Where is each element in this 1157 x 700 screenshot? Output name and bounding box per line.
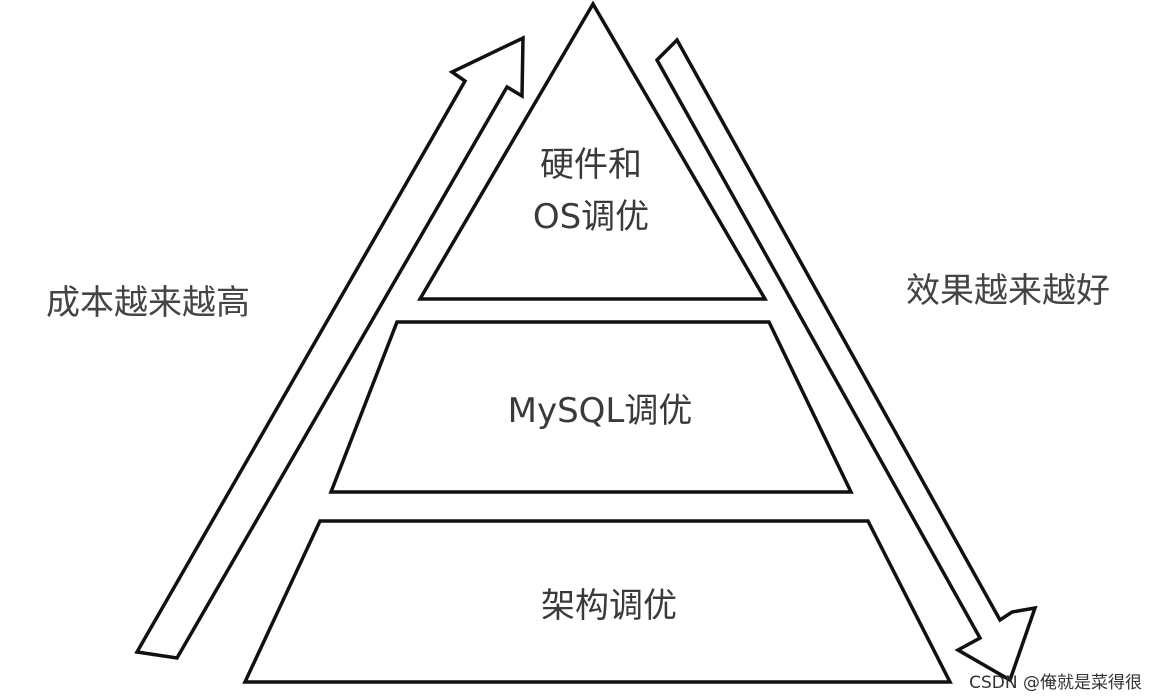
tier-middle xyxy=(328,320,854,494)
tier-bottom-label: 架构调优 xyxy=(541,586,677,626)
cost-arrow-up xyxy=(134,35,525,660)
left-side-label: 成本越来越高 xyxy=(46,283,250,323)
right-side-label: 效果越来越好 xyxy=(906,271,1110,311)
tier-middle-label: MySQL调优 xyxy=(508,391,693,431)
tier-bottom xyxy=(242,519,953,684)
watermark-text: CSDN @俺就是菜得很 xyxy=(969,673,1142,693)
tier-top xyxy=(416,0,769,301)
effect-arrow-down xyxy=(654,37,1038,683)
tier-top-label-line2: OS调优 xyxy=(533,197,649,237)
tier-top-label-line1: 硬件和 xyxy=(540,145,642,185)
